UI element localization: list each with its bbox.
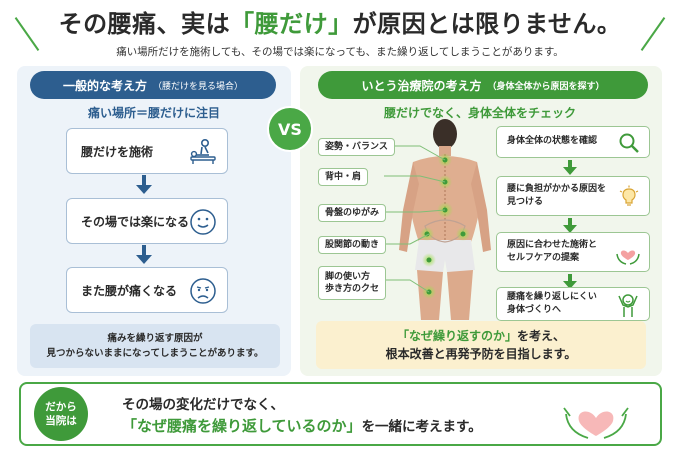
- right-step-2: 腰に負担がかかる原因を 見つける: [496, 176, 650, 216]
- left-heading: 一般的な考え方（腰だけを見る場合）: [30, 71, 276, 99]
- vs-badge: VS: [267, 106, 313, 152]
- sad-face-icon: [190, 278, 216, 304]
- body-label-leg-gait: 脚の使い方 歩き方のクセ: [318, 266, 387, 300]
- bottom-banner: [19, 382, 662, 446]
- left-step-1: 腰だけを施術: [66, 128, 228, 174]
- right-focus-text: 腰だけでなく、身体全体をチェック: [383, 106, 576, 120]
- body-label-posture: 姿勢・バランス: [318, 138, 395, 156]
- smile-face-icon: [190, 209, 216, 235]
- conclusion-badge: だから 当院は: [34, 387, 88, 441]
- right-arrow-stem-3: [568, 274, 572, 282]
- right-arrow-2: [563, 225, 577, 233]
- bottom-line-2: 「なぜ腰痛を繰り返しているのか」を一緒に考えます。: [122, 417, 482, 435]
- left-step-3: また腰が痛くなる: [66, 267, 228, 313]
- magnifier-icon: [619, 133, 639, 153]
- heart-in-hands-icon: [563, 407, 629, 439]
- body-label-hip: 股関節の動き: [318, 236, 387, 254]
- left-arrow-1: [136, 185, 152, 194]
- treatment-icon: [190, 138, 216, 164]
- lightbulb-icon: [619, 185, 639, 206]
- right-step-4: 腰痛を繰り返しにくい 身体づくりへ: [496, 287, 650, 321]
- right-note: 「なぜ繰り返すのか」を考え、 根本改善と再発予防を目指します。: [316, 321, 646, 369]
- left-note: 痛みを繰り返す原因が 見つからないままになってしまうことがあります。: [30, 324, 280, 368]
- right-arrow-stem-2: [568, 218, 572, 226]
- page-title: その腰痛、実は「腰だけ」が原因とは限りません。: [58, 10, 622, 38]
- body-back-illustration: [399, 119, 491, 320]
- left-focus-text: 痛い場所＝腰だけに注目: [87, 106, 220, 120]
- body-label-back-shoulder: 背中・肩: [318, 168, 369, 186]
- right-step-1: 身体全体の状態を確認: [496, 126, 650, 158]
- right-step-3: 原因に合わせた施術と セルフケアの提案: [496, 232, 650, 272]
- right-heading: いとう治療院の考え方（身体全体から原因を探す）: [318, 71, 648, 99]
- heart-hands-icon: [616, 250, 640, 265]
- label-connectors: [384, 145, 446, 293]
- body-label-pelvis: 骨盤のゆがみ: [318, 204, 387, 222]
- happy-person-icon: [618, 294, 638, 317]
- left-arrow-stem-2: [142, 245, 146, 256]
- title-highlight: 「腰だけ」: [230, 10, 353, 38]
- page-subtitle: 痛い場所だけを施術しても、その場では楽になっても、また繰り返してしまうことがあり…: [116, 46, 564, 58]
- bottom-line-1: その場の変化だけでなく、: [122, 397, 284, 413]
- right-arrow-3: [563, 281, 577, 289]
- right-arrow-1: [563, 167, 577, 175]
- right-arrow-stem-1: [568, 160, 572, 168]
- left-step-2: その場では楽になる: [66, 198, 228, 244]
- left-arrow-2: [136, 255, 152, 264]
- left-arrow-stem-1: [142, 175, 146, 186]
- header: その腰痛、実は「腰だけ」が原因とは限りません。 痛い場所だけを施術しても、その場…: [0, 4, 680, 59]
